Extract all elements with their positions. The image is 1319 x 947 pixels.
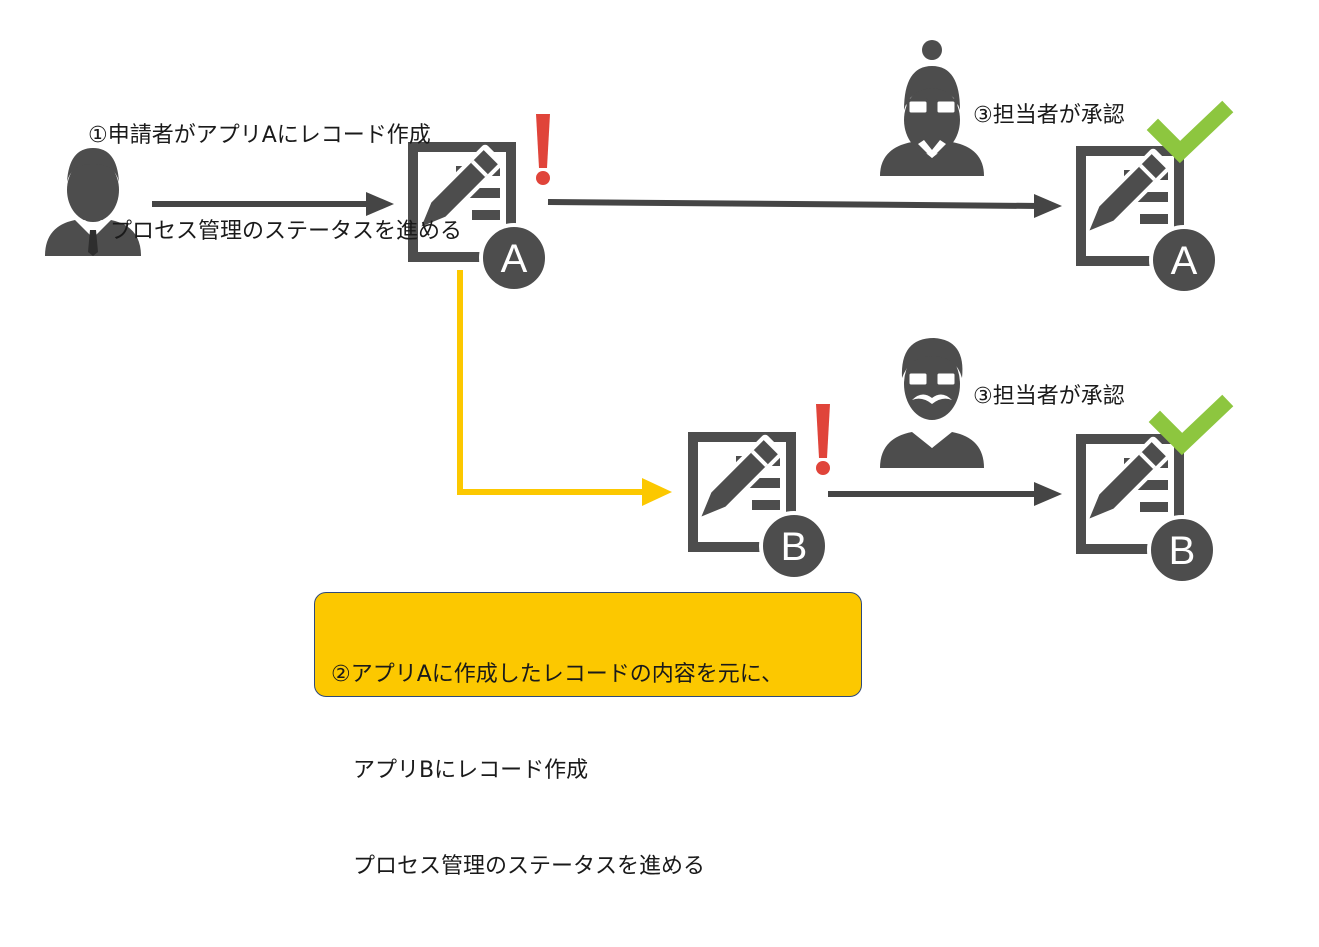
arrow-app-a-to-app-b <box>457 270 672 506</box>
arrow-applicant-to-app-a <box>152 192 394 216</box>
app-b-checkmark-icon <box>1148 394 1234 456</box>
step1-label: ①申請者がアプリAにレコード作成 プロセス管理のステータスを進める <box>88 56 462 280</box>
app-a-approved-document-icon: A <box>1076 146 1219 295</box>
app-a-checkmark-icon <box>1146 100 1234 164</box>
step1-line2: プロセス管理のステータスを進める <box>88 219 463 244</box>
step2-line2: アプリBにレコード作成 <box>331 758 589 783</box>
app-b-letter: B <box>781 525 808 569</box>
app-b-approved-document-icon: B <box>1076 434 1217 585</box>
app-a-approved-letter: A <box>1171 239 1198 283</box>
approver-a-person-icon <box>880 40 984 176</box>
workflow-diagram: A A ③担当者が承認 B B <box>45 40 1234 585</box>
step2-note-box: ②アプリAに作成したレコードの内容を元に、 アプリBにレコード作成 プロセス管理… <box>314 592 862 879</box>
step3-bottom-label: ③担当者が承認 <box>973 384 1125 409</box>
step2-line3: プロセス管理のステータスを進める <box>331 854 706 879</box>
app-b-approved-letter: B <box>1169 529 1196 573</box>
applicant-person-icon <box>45 148 141 256</box>
arrow-app-b-to-approved <box>828 482 1062 506</box>
app-a-record-document-icon: A <box>408 142 549 293</box>
step2-line1: ②アプリAに作成したレコードの内容を元に、 <box>331 662 784 687</box>
step3-top-label: ③担当者が承認 <box>973 103 1125 128</box>
app-a-exclamation-icon <box>536 114 550 185</box>
app-b-record-document-icon: B <box>688 432 829 581</box>
approver-b-person-icon <box>880 338 984 468</box>
step2-label: ②アプリAに作成したレコードの内容を元に、 アプリBにレコード作成 プロセス管理… <box>331 595 783 947</box>
arrow-app-a-to-approved <box>547 194 1062 218</box>
step1-line1: ①申請者がアプリAにレコード作成 <box>88 123 431 148</box>
app-b-exclamation-icon <box>816 404 830 475</box>
app-a-letter: A <box>501 237 528 281</box>
